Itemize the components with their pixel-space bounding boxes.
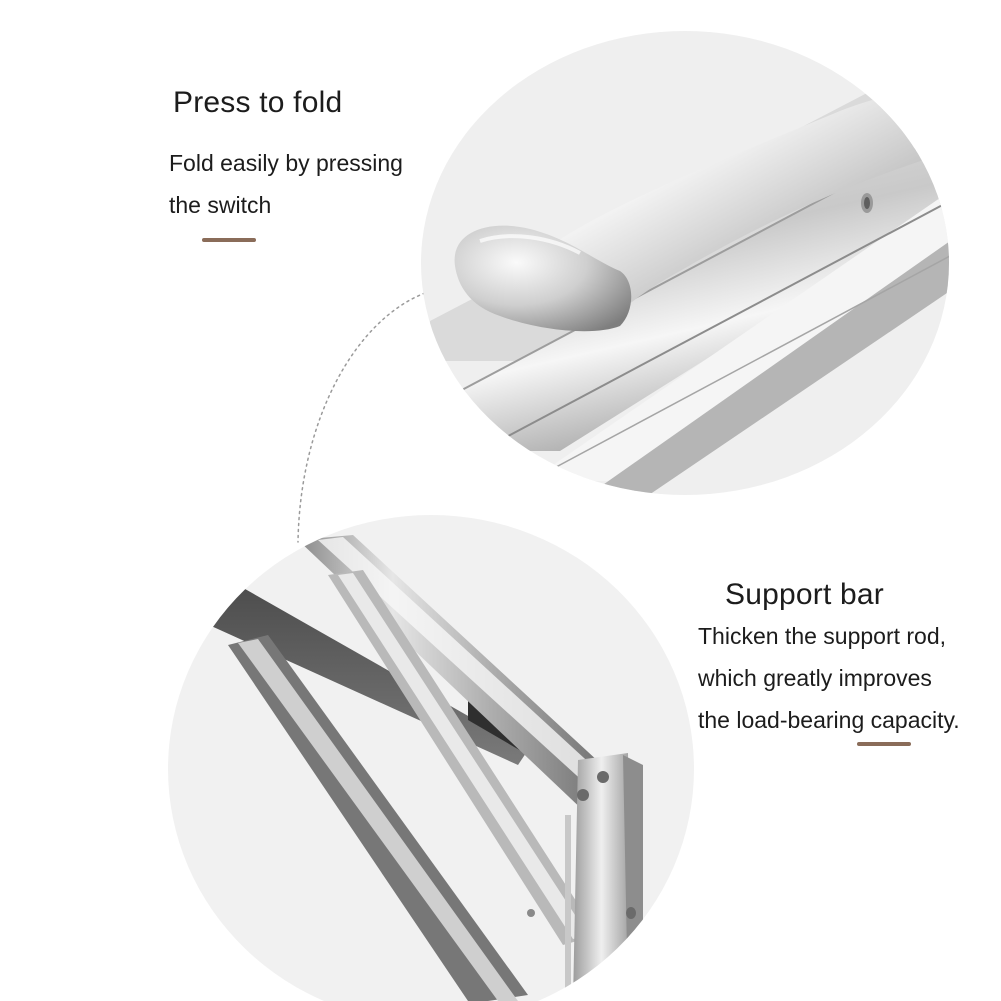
support-accent-bar <box>857 742 911 746</box>
support-feature-desc-line2: which greatly improves <box>698 665 932 691</box>
support-feature-title: Support bar <box>725 578 884 611</box>
support-feature-desc-line1: Thicken the support rod, <box>698 623 947 649</box>
folding-switch-image <box>421 31 949 495</box>
fold-accent-bar <box>202 238 256 242</box>
fold-feature-title: Press to fold <box>173 86 343 119</box>
fold-feature-desc-line2: the switch <box>169 192 272 218</box>
support-feature-desc-line3: the load-bearing capacity. <box>698 707 960 733</box>
fold-feature-desc-line1: Fold easily by pressing <box>169 150 403 176</box>
support-bar-image <box>168 515 694 1001</box>
